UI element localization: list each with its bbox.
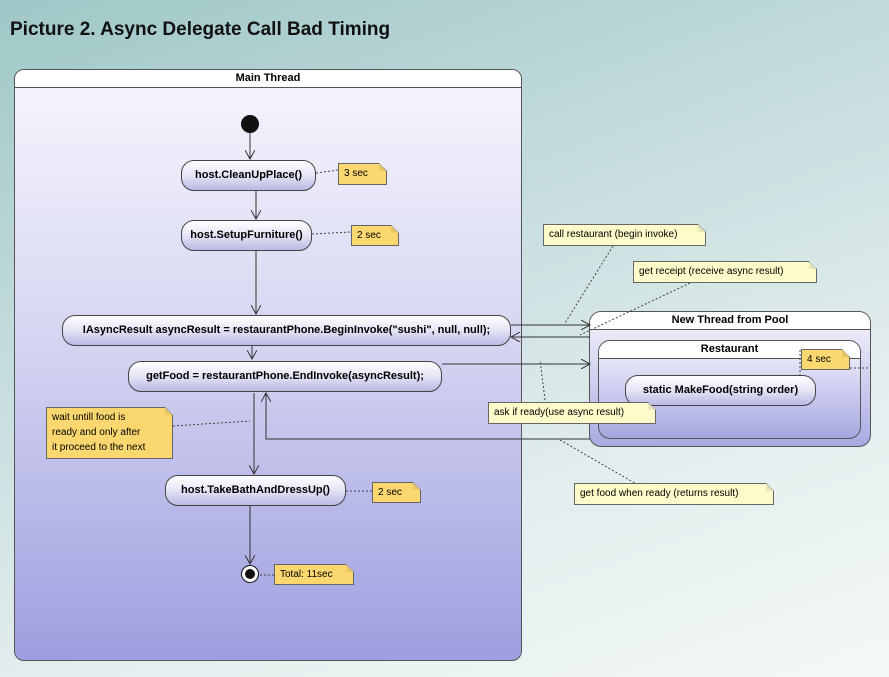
action-end-invoke: getFood = restaurantPhone.EndInvoke(asyn… <box>128 361 442 392</box>
action-make-food: static MakeFood(string order) <box>625 375 816 406</box>
action-clean-up-place: host.CleanUpPlace() <box>181 160 316 191</box>
action-take-bath: host.TakeBathAndDressUp() <box>165 475 346 506</box>
note-get-receipt: get receipt (receive async result) <box>633 261 817 283</box>
pool-thread-label: New Thread from Pool <box>590 312 870 330</box>
initial-node <box>241 115 259 133</box>
note-wait-line-2: ready and only after <box>52 427 141 438</box>
main-thread-label: Main Thread <box>15 70 521 88</box>
note-total-time: Total: 11sec <box>274 564 354 585</box>
action-begin-invoke: IAsyncResult asyncResult = restaurantPho… <box>62 315 511 346</box>
note-get-food: get food when ready (returns result) <box>574 483 774 505</box>
note-wait-until-food: wait untill food is ready and only after… <box>46 407 173 459</box>
note-call-restaurant: call restaurant (begin invoke) <box>543 224 706 246</box>
action-setup-furniture: host.SetupFurniture() <box>181 220 312 251</box>
restaurant-label: Restaurant <box>599 341 860 359</box>
note-restaurant-time: 4 sec <box>801 349 850 370</box>
arrow-food-returned <box>266 393 590 440</box>
note-bath-time: 2 sec <box>372 482 421 503</box>
note-wait-line-3: it proceed to the next <box>52 442 146 453</box>
note-cleanup-time: 3 sec <box>338 163 387 185</box>
note-ask-if-ready: ask if ready(use async result) <box>488 402 656 424</box>
note-setup-time: 2 sec <box>351 225 399 246</box>
page-title: Picture 2. Async Delegate Call Bad Timin… <box>10 19 391 40</box>
note-wait-line-1: wait untill food is <box>52 412 126 423</box>
final-node <box>241 565 259 583</box>
